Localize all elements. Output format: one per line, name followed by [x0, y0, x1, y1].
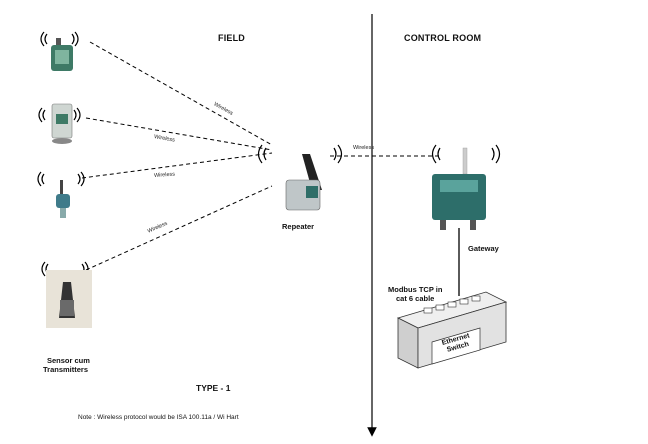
sensor-device-1 [40, 31, 79, 71]
modbus-label-line1: Modbus TCP in [388, 285, 443, 294]
repeater-device [257, 144, 343, 211]
modbus-label-line2: cat 6 cable [396, 294, 435, 303]
signal-waves-icon [41, 261, 89, 277]
link-sensor-1 [89, 41, 273, 146]
repeater-label: Repeater [282, 222, 315, 231]
wireless-label-5: Wireless [353, 145, 375, 151]
ethernet-switch-device [396, 291, 508, 369]
field-section-title: FIELD [218, 33, 245, 43]
gateway-device [431, 144, 501, 230]
link-sensor-2 [85, 117, 273, 151]
type-label: TYPE - 1 [196, 383, 231, 393]
sensor-device-4 [41, 261, 92, 328]
signal-waves-icon [257, 144, 343, 164]
sensor-device-2 [38, 103, 81, 144]
link-sensor-3 [81, 152, 273, 179]
sensors-label-line1: Sensor cum [47, 356, 90, 365]
link-sensor-4 [85, 185, 273, 271]
sensors-label-line2: Transmitters [43, 365, 89, 374]
signal-waves-icon [40, 31, 79, 47]
signal-waves-icon [38, 107, 81, 123]
signal-waves-icon [431, 144, 501, 164]
signal-waves-icon [37, 171, 85, 187]
wireless-links [81, 41, 460, 296]
gateway-label: Gateway [468, 244, 499, 253]
protocol-note: Note : Wireless protocol would be ISA 10… [78, 414, 239, 421]
sensor-device-3 [37, 171, 85, 218]
control-room-section-title: CONTROL ROOM [404, 33, 482, 43]
